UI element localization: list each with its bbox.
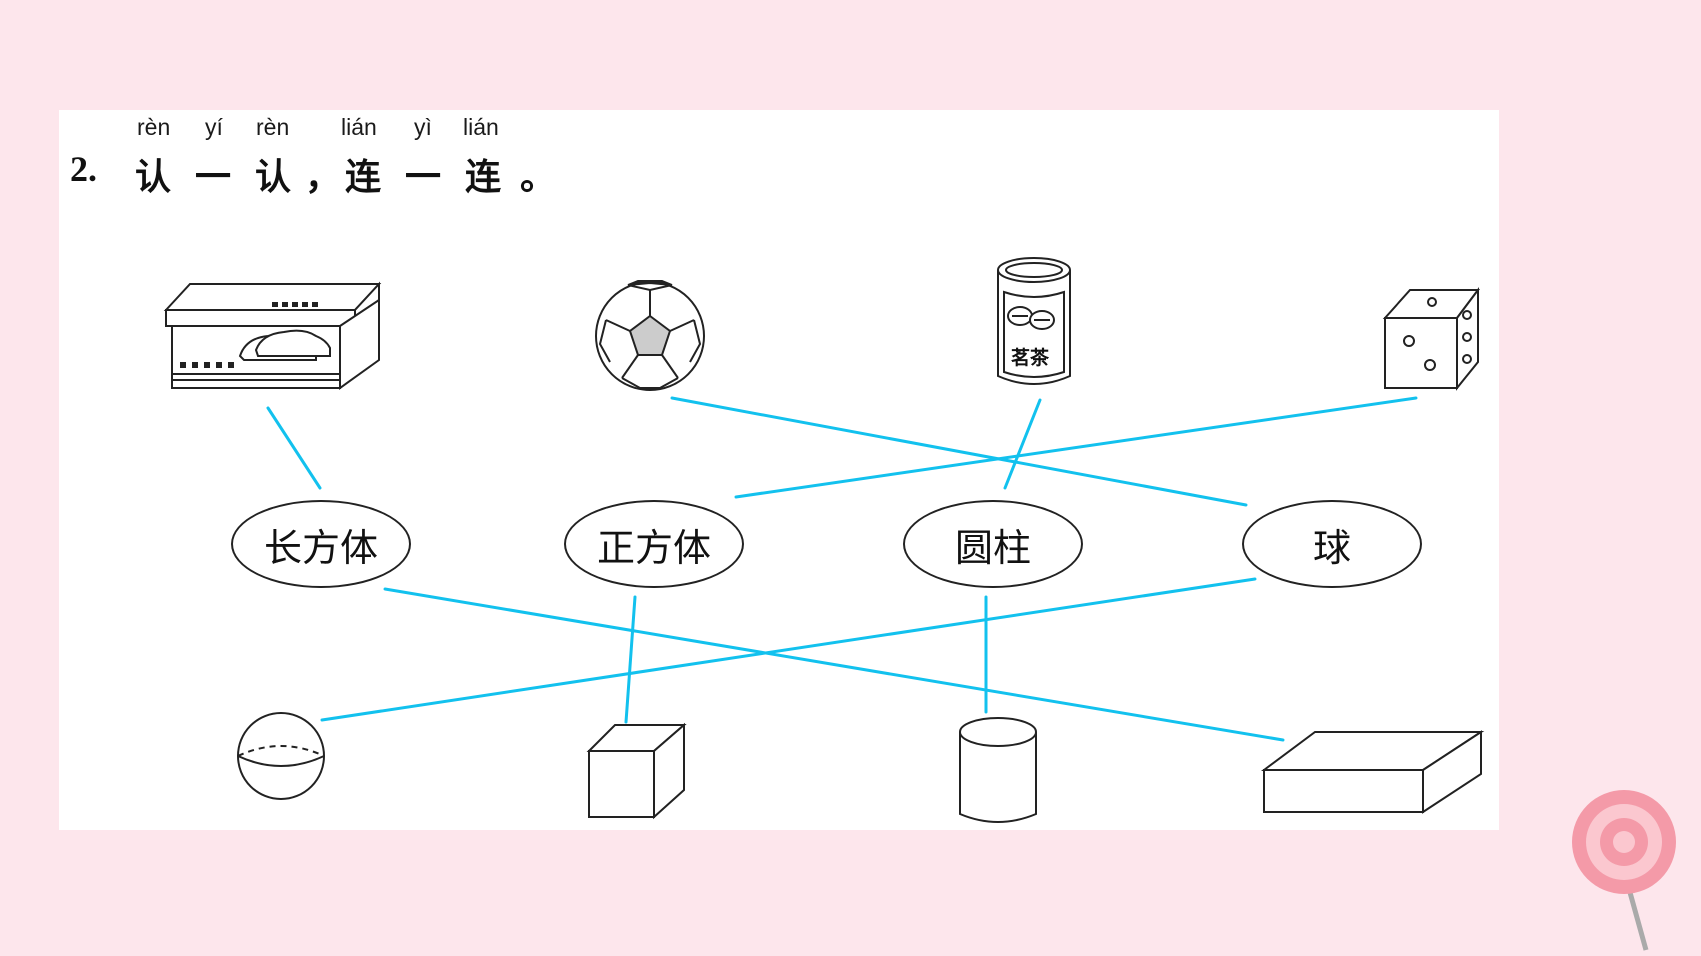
- line-shoebox-to-cuboid: [266, 406, 322, 490]
- connection-lines: [266, 396, 1418, 742]
- label-sphere: 球: [1242, 500, 1422, 588]
- char-lian-2: 连: [465, 157, 502, 198]
- shoe-box-icon: [163, 281, 382, 390]
- pinyin-lian-1: lián: [341, 114, 377, 140]
- line-cube-label-to-shape: [624, 595, 637, 724]
- char-ren-2: 认: [255, 157, 292, 198]
- line-ball-to-sphere: [670, 396, 1248, 507]
- tea-can-icon: [997, 257, 1071, 385]
- pinyin-yi-2: yì: [414, 114, 432, 140]
- pinyin-yi-1: yí: [205, 114, 223, 140]
- line-dice-to-cube: [734, 396, 1418, 499]
- char-comma: ，: [305, 157, 342, 198]
- tea-can-label: 茗茶: [1011, 346, 1050, 369]
- char-lian-1: 连: [345, 157, 382, 198]
- pinyin-ren-1: rèn: [137, 114, 171, 140]
- soccer-ball-icon: [595, 280, 705, 391]
- label-cylinder: 圆柱: [903, 500, 1083, 588]
- label-cube: 正方体: [564, 500, 744, 588]
- cylinder-icon: [959, 717, 1037, 823]
- char-period: 。: [520, 157, 557, 198]
- char-ren-1: 认: [135, 157, 172, 198]
- cuboid-icon: [1260, 730, 1485, 814]
- pinyin-ren-2: rèn: [256, 114, 290, 140]
- line-sphere-label-to-shape: [320, 577, 1257, 722]
- line-tea-to-cylinder: [1003, 398, 1042, 490]
- char-yi-1: 一: [195, 157, 232, 198]
- dice-icon: [1382, 287, 1480, 391]
- exercise-panel: [59, 110, 1499, 830]
- cube-icon: [586, 722, 687, 820]
- pinyin-lian-2: lián: [463, 114, 499, 140]
- char-yi-2: 一: [405, 157, 442, 198]
- line-cuboid-label-to-shape: [383, 587, 1285, 742]
- question-number: 2.: [70, 149, 97, 189]
- lollipop-icon: [1572, 790, 1676, 951]
- label-cuboid: 长方体: [231, 500, 411, 588]
- sphere-icon: [237, 712, 325, 800]
